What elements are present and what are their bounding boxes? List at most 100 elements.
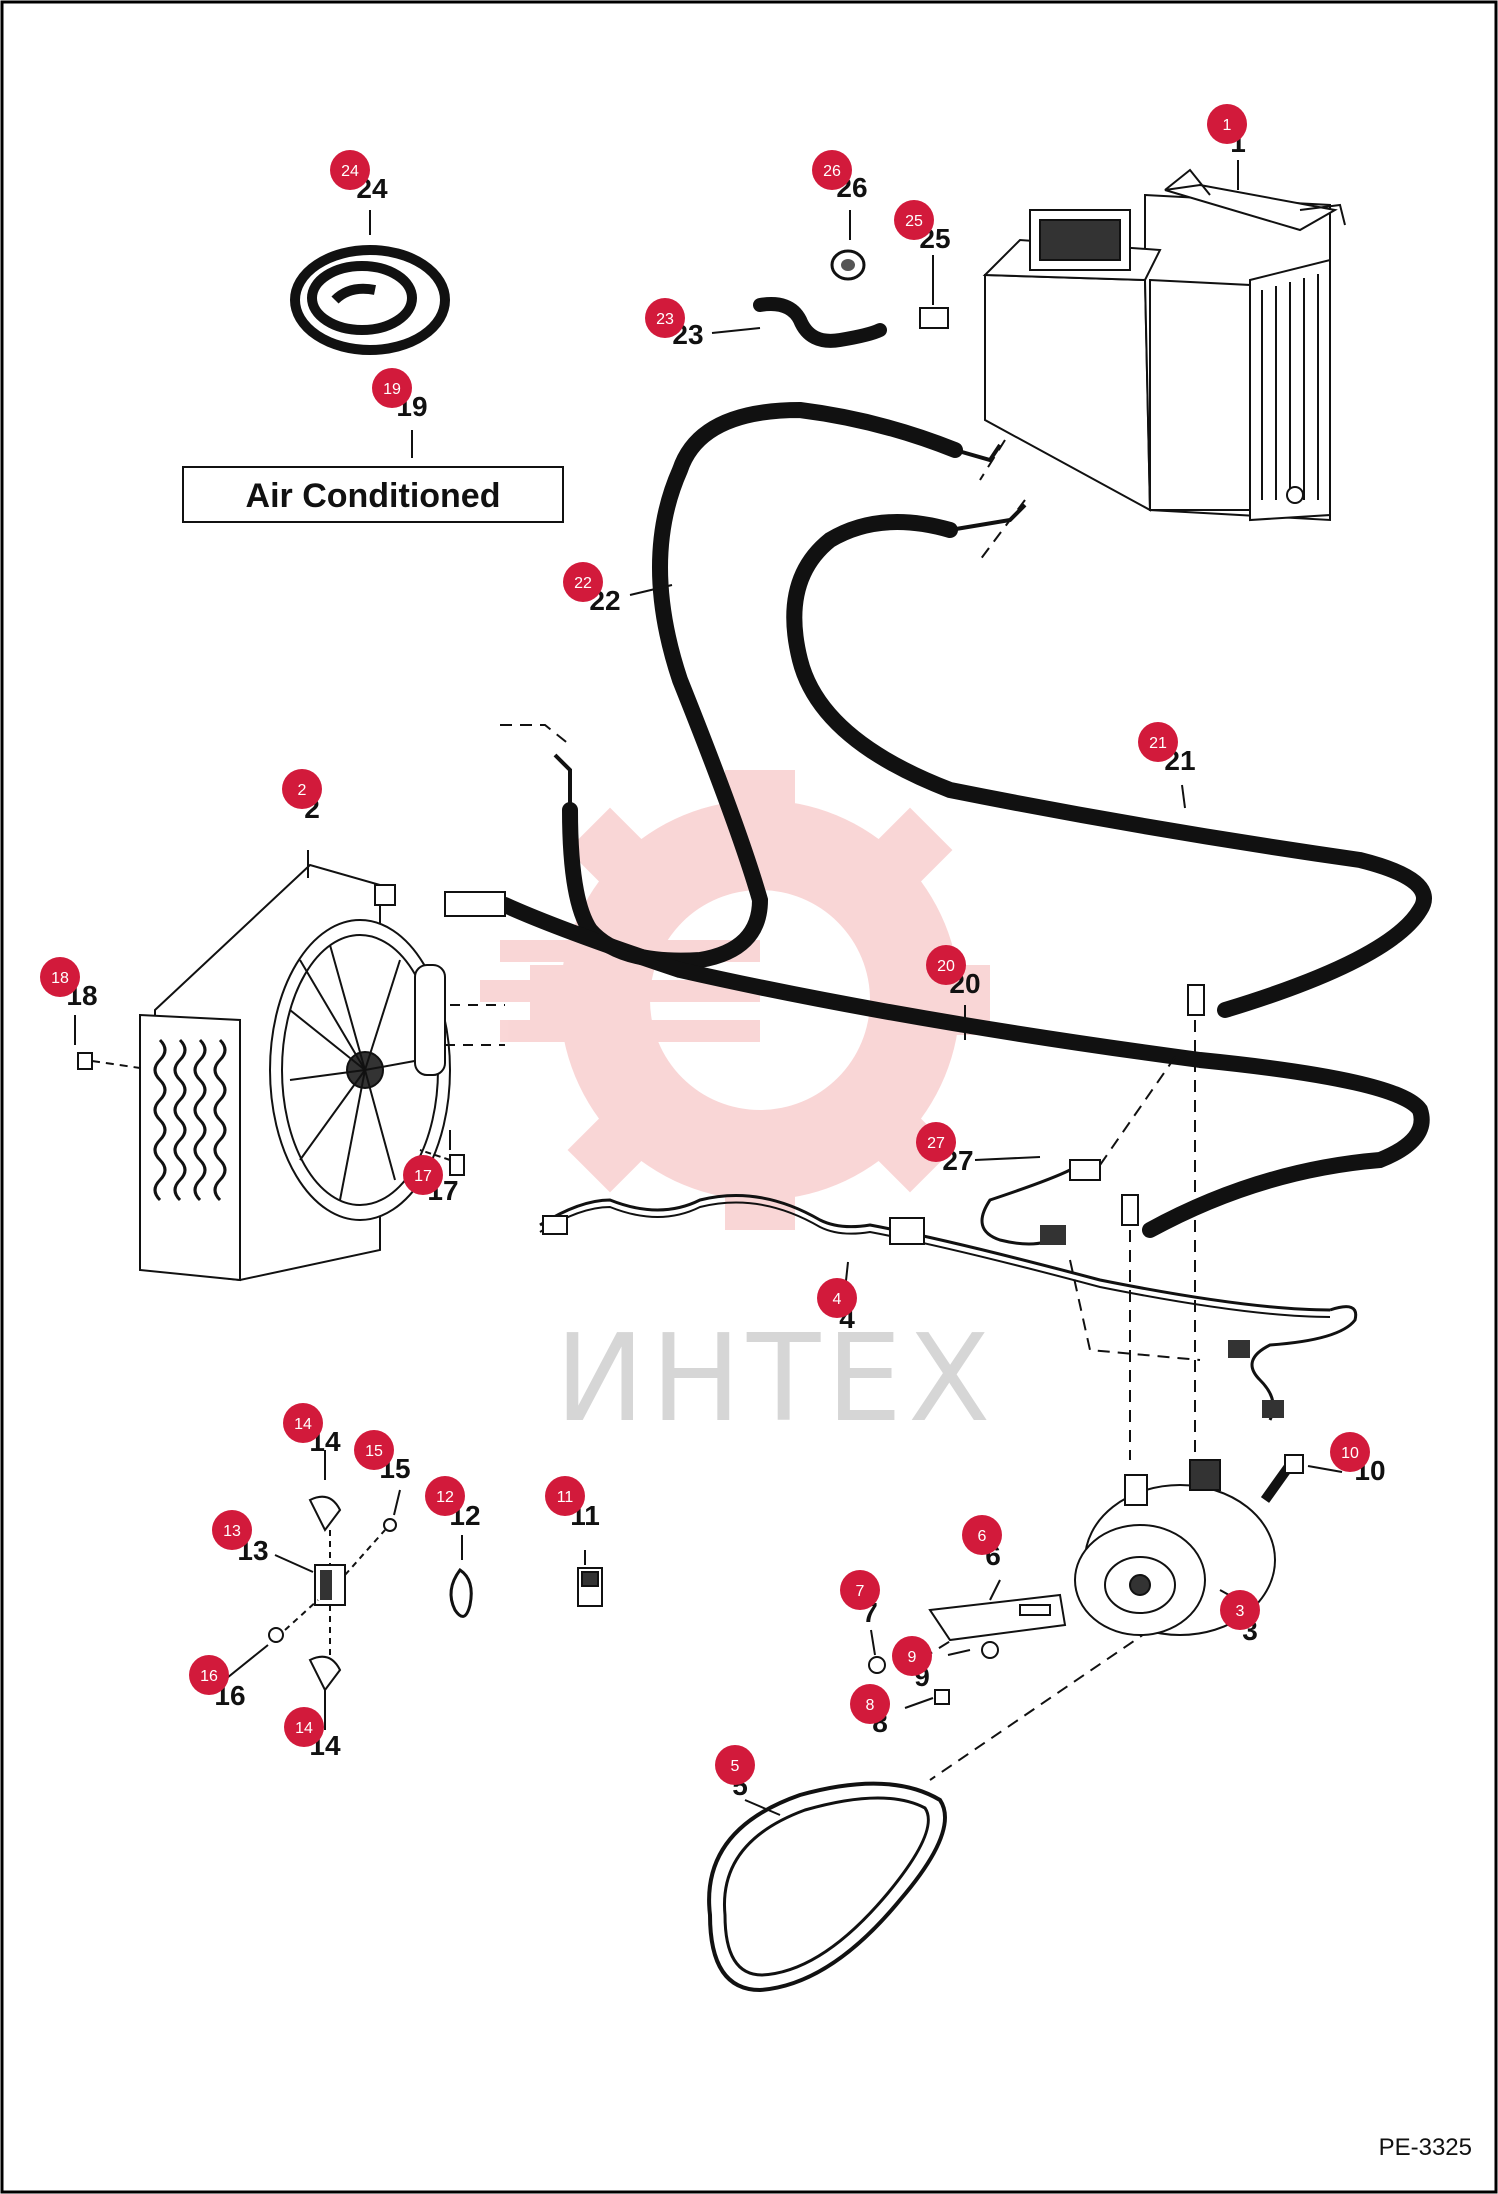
badge-label-11: 11 xyxy=(557,1489,574,1506)
relay-base-13-core xyxy=(320,1570,332,1600)
watermark-text: ИНТЕХ xyxy=(555,1310,996,1449)
bolt-7 xyxy=(868,1656,886,1674)
switch-wire-27 xyxy=(980,1168,1071,1246)
drain-hose-23 xyxy=(753,297,887,348)
drive-belt-5 xyxy=(707,1781,947,1993)
callout-badge-23[interactable]: 23 xyxy=(645,298,685,338)
callout-badge-11[interactable]: 11 xyxy=(545,1476,585,1516)
callout-badge-13[interactable]: 13 xyxy=(212,1510,252,1550)
callout-badge-14a[interactable]: 14 xyxy=(283,1403,323,1443)
callout-badge-24[interactable]: 24 xyxy=(330,150,370,190)
callout-badge-10[interactable]: 10 xyxy=(1330,1432,1370,1472)
callout-badge-1[interactable]: 1 xyxy=(1207,104,1247,144)
badge-label-9: 9 xyxy=(908,1649,917,1666)
connector-4-right-2 xyxy=(1262,1400,1284,1418)
hose-22-fitting xyxy=(954,443,1002,463)
callout-badge-26[interactable]: 26 xyxy=(812,150,852,190)
badge-label-13: 13 xyxy=(223,1523,241,1540)
badge-label-3: 3 xyxy=(1236,1603,1245,1620)
fitting-20-end xyxy=(444,891,506,917)
switch-connector-27 xyxy=(1040,1225,1066,1245)
condenser-assembly xyxy=(139,863,451,1282)
coiled-hose-24 xyxy=(290,245,450,355)
callout-badge-20[interactable]: 20 xyxy=(926,945,966,985)
badge-label-23: 23 xyxy=(656,311,674,328)
connector-4-left xyxy=(542,1215,568,1235)
callout-badge-19[interactable]: 19 xyxy=(372,368,412,408)
evaporator-unit xyxy=(982,168,1346,522)
badge-label-15: 15 xyxy=(365,1443,383,1460)
callout-badge-9[interactable]: 9 xyxy=(892,1636,932,1676)
dash-lines-receiver xyxy=(445,1004,505,1046)
callout-badge-4[interactable]: 4 xyxy=(817,1278,857,1318)
badge-label-12: 12 xyxy=(436,1489,454,1506)
wire-harness-4-right xyxy=(1250,1305,1358,1421)
badge-label-14b: 14 xyxy=(295,1720,313,1737)
badge-label-5: 5 xyxy=(731,1758,740,1775)
callout-badge-21[interactable]: 21 xyxy=(1138,722,1178,762)
callout-badge-16[interactable]: 16 xyxy=(189,1655,229,1695)
washer-9 xyxy=(981,1641,999,1659)
hose-clamp-25 xyxy=(919,307,949,329)
callout-badge-18[interactable]: 18 xyxy=(40,957,80,997)
hose-20 xyxy=(497,897,1430,1238)
dash-17 xyxy=(419,1149,451,1161)
callout-badge-7[interactable]: 7 xyxy=(840,1570,880,1610)
badge-label-25: 25 xyxy=(905,213,923,230)
clamp-14-top xyxy=(308,1495,342,1532)
badge-label-14a: 14 xyxy=(294,1416,312,1433)
dash-line-top-left xyxy=(500,724,571,746)
nut-18 xyxy=(77,1052,93,1070)
screw-15 xyxy=(383,1518,397,1532)
callout-badge-17[interactable]: 17 xyxy=(403,1155,443,1195)
badge-label-20: 20 xyxy=(937,958,955,975)
callout-badge-5[interactable]: 5 xyxy=(715,1745,755,1785)
air-conditioned-label: Air Conditioned xyxy=(246,477,501,515)
callout-badge-2[interactable]: 2 xyxy=(282,769,322,809)
badge-label-27: 27 xyxy=(927,1135,945,1152)
callout-badge-8[interactable]: 8 xyxy=(850,1684,890,1724)
nut-16 xyxy=(268,1627,284,1643)
dash-small-parts xyxy=(284,1529,386,1660)
badge-label-2: 2 xyxy=(298,782,307,799)
callout-badge-6[interactable]: 6 xyxy=(962,1515,1002,1555)
callout-badge-27[interactable]: 27 xyxy=(916,1122,956,1162)
badge-label-1: 1 xyxy=(1223,117,1232,134)
badge-label-19: 19 xyxy=(383,381,401,398)
grommet-26-center xyxy=(841,259,855,271)
air-conditioned-label-box xyxy=(182,466,564,523)
bolt-8 xyxy=(934,1689,950,1705)
switch-11 xyxy=(577,1567,603,1607)
clamp-14-bottom xyxy=(308,1655,342,1692)
hose-21 xyxy=(786,514,1432,1018)
badge-label-8: 8 xyxy=(866,1697,875,1714)
badge-label-22: 22 xyxy=(574,575,592,592)
callout-badge-12[interactable]: 12 xyxy=(425,1476,465,1516)
bolt-17 xyxy=(449,1154,465,1176)
callout-badge-22[interactable]: 22 xyxy=(563,562,603,602)
callout-badge-14b[interactable]: 14 xyxy=(284,1707,324,1747)
badge-label-16: 16 xyxy=(200,1668,218,1685)
service-port-upper xyxy=(1187,984,1205,1016)
badge-label-18: 18 xyxy=(51,970,69,987)
badge-label-6: 6 xyxy=(978,1528,987,1545)
callout-badges: 1 2 3 4 5 6 7 8 9 10 11 12 13 14 14 15 1… xyxy=(40,104,1370,1785)
pressure-switch-27 xyxy=(1069,1159,1101,1181)
badge-label-24: 24 xyxy=(341,163,359,180)
dash-service-lines xyxy=(919,439,1201,1781)
bolt-10-head xyxy=(1284,1454,1304,1474)
badge-label-10: 10 xyxy=(1341,1445,1359,1462)
badge-label-4: 4 xyxy=(833,1291,842,1308)
connector-4-mid xyxy=(889,1217,925,1245)
connector-4-right xyxy=(1228,1340,1250,1358)
service-port-lower xyxy=(1121,1194,1139,1226)
callout-badge-15[interactable]: 15 xyxy=(354,1430,394,1470)
wire-harness-4 xyxy=(539,1194,1331,1312)
compressor xyxy=(1074,1459,1276,1636)
badge-label-17: 17 xyxy=(414,1168,432,1185)
callout-badge-25[interactable]: 25 xyxy=(894,200,934,240)
badge-label-26: 26 xyxy=(823,163,841,180)
callout-badge-3[interactable]: 3 xyxy=(1220,1590,1260,1630)
